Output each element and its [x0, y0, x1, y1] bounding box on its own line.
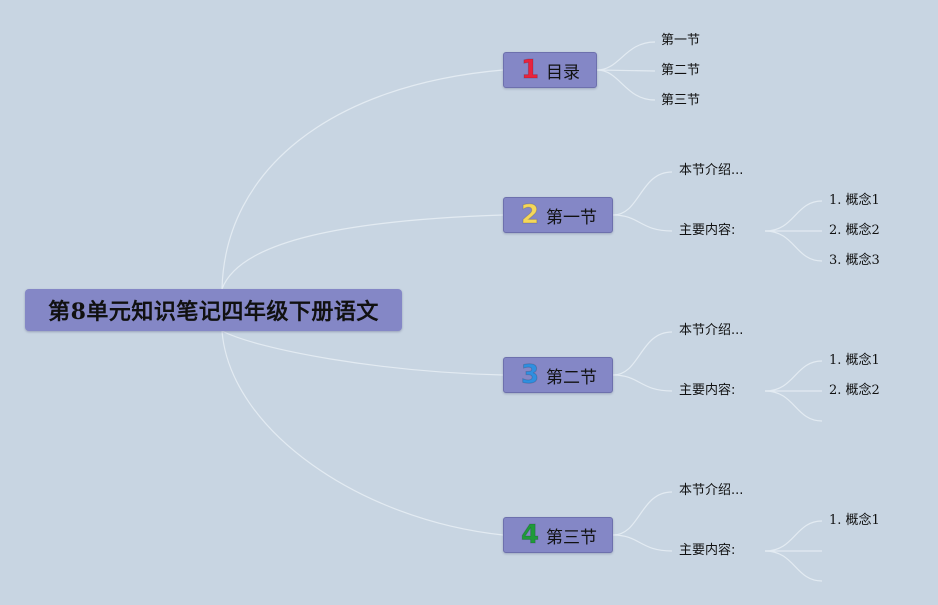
connector-root-section-1 [221, 69, 504, 290]
section-label-2: 第一节 [546, 207, 597, 228]
connector-root-section-4 [221, 330, 504, 536]
connector-s3-content [612, 374, 673, 392]
section-3-intro[interactable]: 本节介绍... [679, 323, 744, 338]
connector-s4-c1 [764, 520, 823, 552]
connector-root-section-2 [221, 214, 504, 290]
section-4-concept-1[interactable]: 1. 概念1 [829, 513, 880, 528]
connector-s2-c1 [764, 200, 823, 232]
section-node-4[interactable]: 4 第三节 [503, 517, 613, 553]
section-2-concept-2[interactable]: 2. 概念2 [829, 223, 880, 238]
connector-root-section-3 [221, 330, 504, 376]
section-node-3[interactable]: 3 第二节 [503, 357, 613, 393]
connector-s4-content [612, 534, 673, 552]
section-node-1[interactable]: 1 目录 [503, 52, 597, 88]
section-label-1: 目录 [546, 62, 580, 83]
section-label-3: 第二节 [546, 367, 597, 388]
section-3-content-label[interactable]: 主要内容: [679, 383, 736, 398]
connector-s4-c3 [764, 550, 823, 582]
section-node-2[interactable]: 2 第一节 [503, 197, 613, 233]
toc-item-1[interactable]: 第一节 [661, 33, 701, 48]
section-4-content-label[interactable]: 主要内容: [679, 543, 736, 558]
connector-s1-item-2 [596, 69, 656, 72]
section-2-content-label[interactable]: 主要内容: [679, 223, 736, 238]
connector-s4-intro [612, 491, 673, 536]
section-number-2: 2 [520, 200, 540, 230]
section-3-concept-1[interactable]: 1. 概念1 [829, 353, 880, 368]
section-2-concept-1[interactable]: 1. 概念1 [829, 193, 880, 208]
section-2-intro[interactable]: 本节介绍... [679, 163, 744, 178]
section-2-concept-3[interactable]: 3. 概念3 [829, 253, 880, 268]
section-label-4: 第三节 [546, 527, 597, 548]
connector-s1-item-1 [596, 41, 656, 71]
section-3-concept-2[interactable]: 2. 概念2 [829, 383, 880, 398]
root-title: 第8单元知识笔记四年级下册语文 [48, 299, 379, 325]
section-number-3: 3 [520, 360, 540, 390]
connector-s1-item-3 [596, 69, 656, 101]
root-topic[interactable]: 第8单元知识笔记四年级下册语文 [25, 289, 402, 331]
toc-item-2[interactable]: 第二节 [661, 63, 701, 78]
connector-s3-intro [612, 331, 673, 376]
connector-s3-c3 [764, 390, 823, 422]
toc-item-3[interactable]: 第三节 [661, 93, 701, 108]
section-number-4: 4 [520, 520, 540, 550]
connector-s2-content [612, 214, 673, 232]
section-number-1: 1 [520, 55, 540, 85]
section-4-intro[interactable]: 本节介绍... [679, 483, 744, 498]
connector-s2-intro [612, 171, 673, 216]
connector-s3-c1 [764, 360, 823, 392]
connector-s2-c3 [764, 230, 823, 262]
